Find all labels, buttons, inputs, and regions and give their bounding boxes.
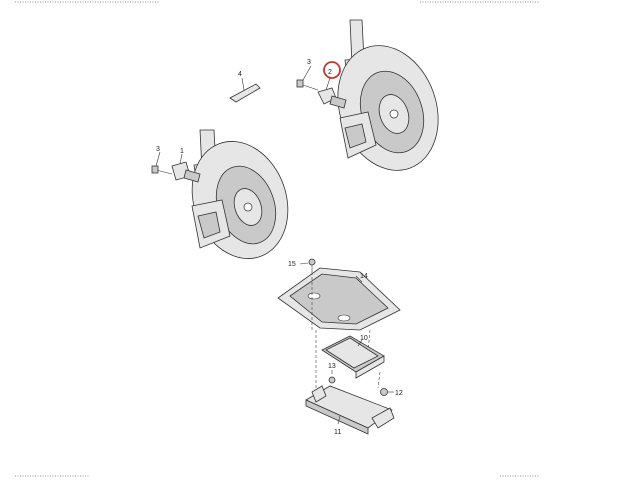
callout-3-upper: 3 <box>307 59 311 66</box>
module-10 <box>321 335 385 379</box>
bracket-11 <box>305 385 395 435</box>
speed-sensor-upper <box>317 77 347 109</box>
callout-3-left: 3 <box>156 146 160 153</box>
dash-guides <box>311 272 381 390</box>
callout-13: 13 <box>328 363 336 370</box>
bolt-upper <box>296 65 319 91</box>
cover-14 <box>277 267 401 331</box>
callout-14: 14 <box>360 273 368 280</box>
callout-10: 10 <box>360 335 368 342</box>
wedge-part <box>229 77 261 103</box>
callout-1: 1 <box>180 148 184 155</box>
bolt-left <box>151 151 173 175</box>
speed-sensor-left <box>171 153 201 183</box>
callout-2: 2 <box>328 69 332 76</box>
callout-4: 4 <box>238 71 242 78</box>
highlight-ring <box>323 61 341 79</box>
brake-assembly-right <box>337 19 439 171</box>
screw-13 <box>328 370 336 384</box>
nut-12 <box>380 388 394 396</box>
callout-15: 15 <box>288 261 296 268</box>
screw-15 <box>299 258 316 272</box>
callout-11: 11 <box>334 429 341 436</box>
border-top <box>15 1 540 477</box>
callout-12: 12 <box>395 390 403 397</box>
brake-assembly-left <box>191 129 289 259</box>
